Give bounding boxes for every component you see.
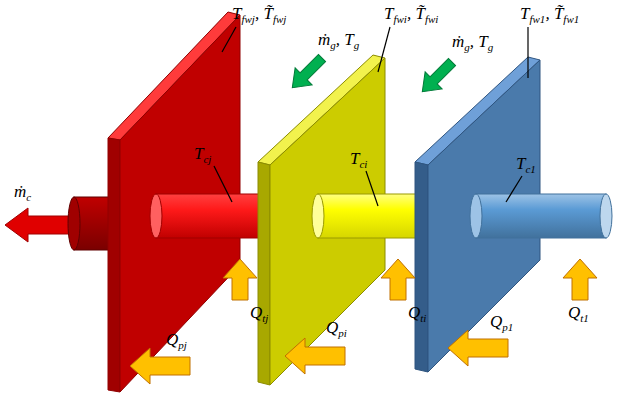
symbol: T — [478, 32, 487, 51]
subscript: cj — [203, 153, 211, 165]
coolant-temperature-label: Tc1 — [516, 154, 536, 176]
gas-flow-label: ṁg, Tg — [318, 30, 359, 52]
symbol: T̃ — [554, 4, 563, 23]
subscript: fw1 — [529, 13, 545, 25]
subscript: t1 — [580, 312, 589, 324]
coolant-flow-label: ṁc — [14, 182, 31, 204]
symbol: T — [520, 4, 529, 23]
tube-heat-arrow — [381, 259, 415, 300]
symbol: Q — [408, 303, 420, 322]
symbol: T — [344, 30, 353, 49]
symbol: ṁ — [318, 30, 330, 49]
tube-segment-j — [150, 194, 262, 238]
subscript: g — [464, 41, 470, 53]
plate-heat-arrow — [448, 330, 508, 366]
gas-flow-arrow — [284, 50, 331, 97]
leader-line — [378, 27, 390, 72]
subscript: ci — [359, 158, 367, 170]
subscript: pj — [178, 339, 187, 351]
tube-heat-label: Qtj — [250, 303, 268, 325]
subscript: fwj — [273, 13, 286, 25]
plate-heat-arrow — [130, 348, 190, 384]
separator: , — [545, 4, 554, 23]
separator: , — [336, 30, 345, 49]
outlet-pipe-end — [68, 197, 80, 250]
plate-heat-label: Qpj — [166, 330, 187, 352]
gas-flow-arrow — [414, 54, 461, 101]
plate-heat-label: Qpi — [326, 318, 347, 340]
subscript: pi — [338, 327, 347, 339]
tube-heat-label: Qti — [408, 303, 426, 325]
separator: , — [470, 32, 479, 51]
subscript: g — [354, 39, 360, 51]
subscript: fwi — [393, 13, 406, 25]
gas-flow-label: ṁg, Tg — [452, 32, 493, 54]
symbol: T — [516, 154, 525, 173]
leader-line — [366, 171, 378, 206]
subscript: fwi — [425, 13, 438, 25]
coolant-outlet-arrow — [5, 208, 72, 242]
leader-line — [214, 166, 232, 202]
symbol: T — [384, 4, 393, 23]
symbol: Q — [568, 303, 580, 322]
tube-segment-i — [312, 194, 420, 238]
leader-line — [222, 27, 236, 52]
subscript: p1 — [502, 321, 513, 333]
tube-heat-label: Qt1 — [568, 303, 589, 325]
tube-heat-arrow — [563, 259, 597, 300]
fin-wall-temperature-label: Tfwj, T̃fwj — [232, 4, 286, 26]
fin-wall-temperature-label: Tfwi, T̃fwi — [384, 4, 438, 26]
subscript: c1 — [525, 163, 535, 175]
fin-wall-temperature-label: Tfw1, T̃fw1 — [520, 4, 579, 26]
symbol: Q — [166, 330, 178, 349]
coolant-temperature-label: Tci — [350, 149, 367, 171]
subscript: fwj — [241, 13, 254, 25]
leader-line — [506, 176, 522, 202]
symbol: T̃ — [263, 4, 272, 23]
symbol: T — [350, 149, 359, 168]
subscript: c — [26, 191, 31, 203]
symbol: Q — [326, 318, 338, 337]
leader-line — [527, 27, 528, 78]
symbol: T — [232, 4, 241, 23]
tube-segment-1 — [470, 194, 612, 238]
subscript: g — [330, 39, 336, 51]
plate-heat-label: Qp1 — [490, 312, 513, 334]
symbol: T — [194, 144, 203, 163]
subscript: fw1 — [563, 13, 579, 25]
symbol: Q — [250, 303, 262, 322]
symbol: Q — [490, 312, 502, 331]
subscript: tj — [262, 312, 268, 324]
symbol: ṁ — [452, 32, 464, 51]
plate-heat-arrow — [285, 338, 345, 374]
coolant-temperature-label: Tcj — [194, 144, 211, 166]
symbol: ṁ — [14, 182, 26, 201]
symbol: T̃ — [415, 4, 424, 23]
separator: , — [255, 4, 264, 23]
separator: , — [407, 4, 416, 23]
tube-heat-arrow — [223, 259, 257, 300]
subscript: g — [488, 41, 494, 53]
subscript: ti — [420, 312, 426, 324]
